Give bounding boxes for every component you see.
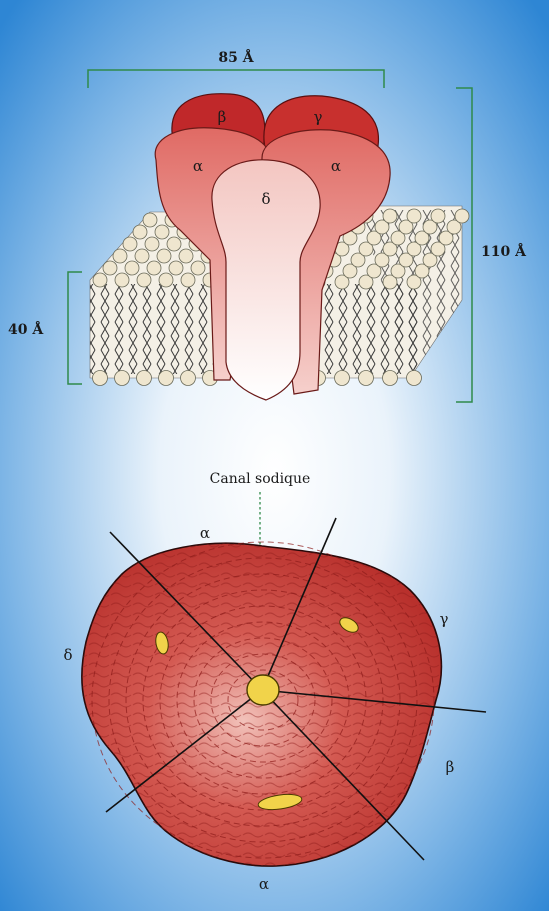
alpha-right-label: α [331, 157, 341, 175]
lipid-head [167, 237, 181, 251]
top-gamma-label: γ [440, 610, 449, 628]
lipid-head [181, 371, 196, 386]
delta-label: δ [261, 190, 270, 208]
channel-label: Canal sodique [210, 471, 311, 487]
lipid-head [135, 249, 149, 263]
lipid-head [145, 237, 159, 251]
lipid-head [179, 249, 193, 263]
lipid-head [123, 237, 137, 251]
lipid-head [137, 371, 152, 386]
beta-label: β [218, 108, 227, 126]
lipid-head [137, 273, 151, 287]
lipid-head [159, 273, 173, 287]
lipid-head [133, 225, 147, 239]
lipid-head [115, 371, 130, 386]
lipid-head [169, 261, 183, 275]
lipid-head [115, 273, 129, 287]
central-pore [247, 675, 279, 705]
lipid-head [383, 371, 398, 386]
lipid-head [147, 261, 161, 275]
gamma-label: γ [314, 108, 323, 126]
lipid-head [113, 249, 127, 263]
lipid-head [181, 273, 195, 287]
lipid-head [191, 261, 205, 275]
lipid-head [407, 209, 421, 223]
lipid-head [455, 209, 469, 223]
height-label: 110 Å [481, 242, 527, 260]
lipid-head [431, 209, 445, 223]
lipid-head [143, 213, 157, 227]
lipid-head [157, 249, 171, 263]
top-alpha-label: α [200, 524, 210, 542]
lipid-head [103, 261, 117, 275]
lipid-head [159, 371, 174, 386]
alpha-left-label: α [193, 157, 203, 175]
lipid-head [155, 225, 169, 239]
top-alpha-bottom-label: α [259, 875, 269, 893]
lipid-head [93, 371, 108, 386]
lipid-head [335, 371, 350, 386]
lipid-head [359, 371, 374, 386]
membrane-label: 40 Å [8, 320, 44, 338]
lipid-head [407, 371, 422, 386]
width-label: 85 Å [218, 48, 254, 66]
lipid-head [93, 273, 107, 287]
lipid-head [383, 209, 397, 223]
lipid-head [125, 261, 139, 275]
top-delta-label: δ [63, 646, 72, 664]
top-beta-label: β [446, 758, 455, 776]
